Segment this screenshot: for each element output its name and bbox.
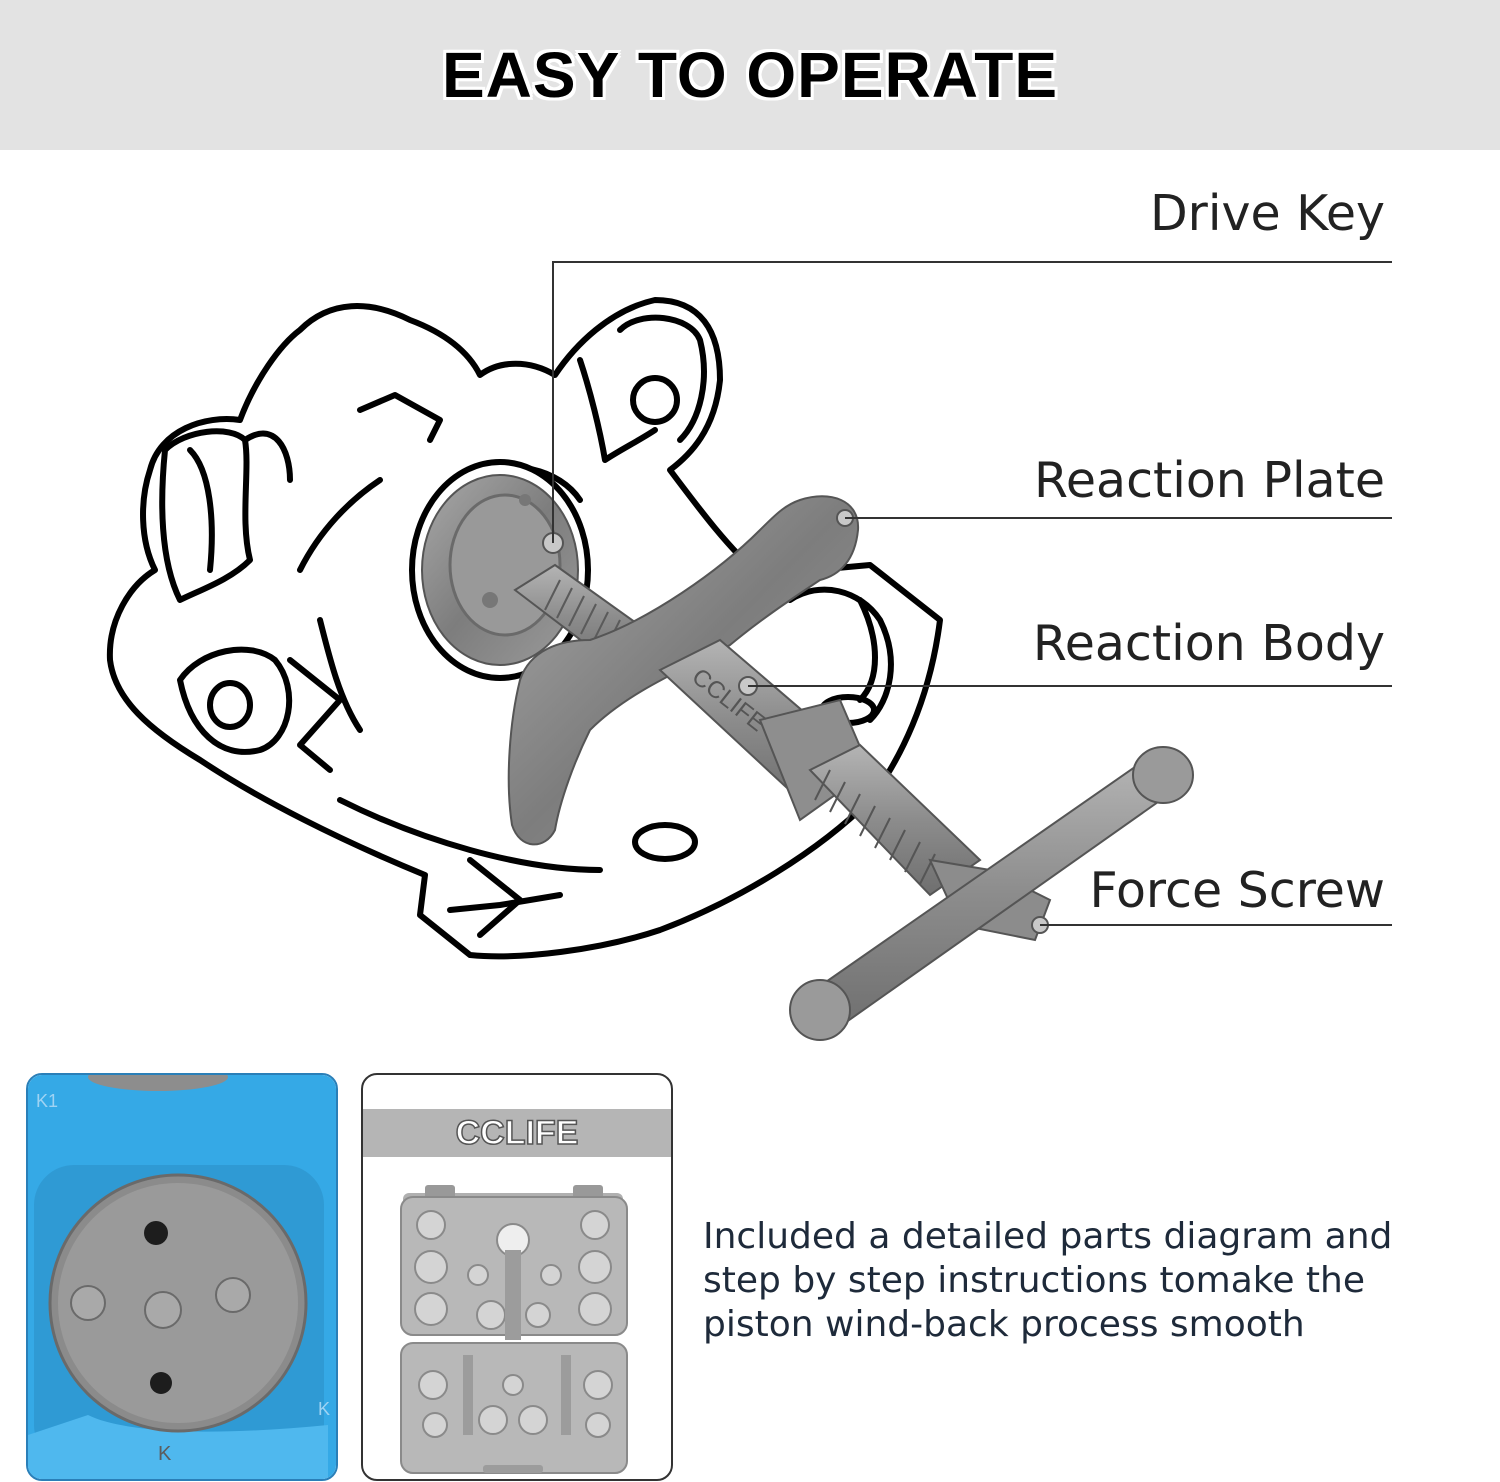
description-text: Included a detailed parts diagram and st… — [703, 1216, 1393, 1345]
tray-mark-k1: K1 — [36, 1091, 58, 1111]
drive-key-disc — [409, 459, 591, 681]
caliper-illustration: CCLIFE — [106, 261, 1392, 1041]
label-force-screw: Force Screw — [1089, 862, 1385, 919]
reaction-body: CCLIFE — [658, 638, 872, 822]
disc-mark-k: K — [158, 1443, 172, 1465]
leader-lines — [552, 261, 1392, 926]
case-brand-banner: CCLIFE — [363, 1109, 671, 1157]
label-reaction-body: Reaction Body — [1032, 615, 1385, 672]
tool-case-thumbnail: CCLIFE — [361, 1073, 673, 1481]
banner-title: EASY TO OPERATE — [441, 39, 1059, 111]
parts-diagram: CCLIFE Drive K — [0, 150, 1500, 1050]
blue-tray-image: K1 K K — [28, 1075, 336, 1479]
t-handle — [789, 746, 1194, 1041]
blue-tray-thumbnail: K1 K K — [26, 1073, 338, 1481]
reaction-plate — [507, 495, 860, 846]
case-brand: CCLIFE — [455, 1113, 579, 1153]
tool-case-image — [400, 1185, 628, 1474]
title-banner: EASY TO OPERATE — [0, 0, 1500, 150]
label-drive-key: Drive Key — [1149, 185, 1385, 242]
tray-mark-k: K — [318, 1399, 330, 1419]
label-reaction-plate: Reaction Plate — [1034, 452, 1385, 509]
